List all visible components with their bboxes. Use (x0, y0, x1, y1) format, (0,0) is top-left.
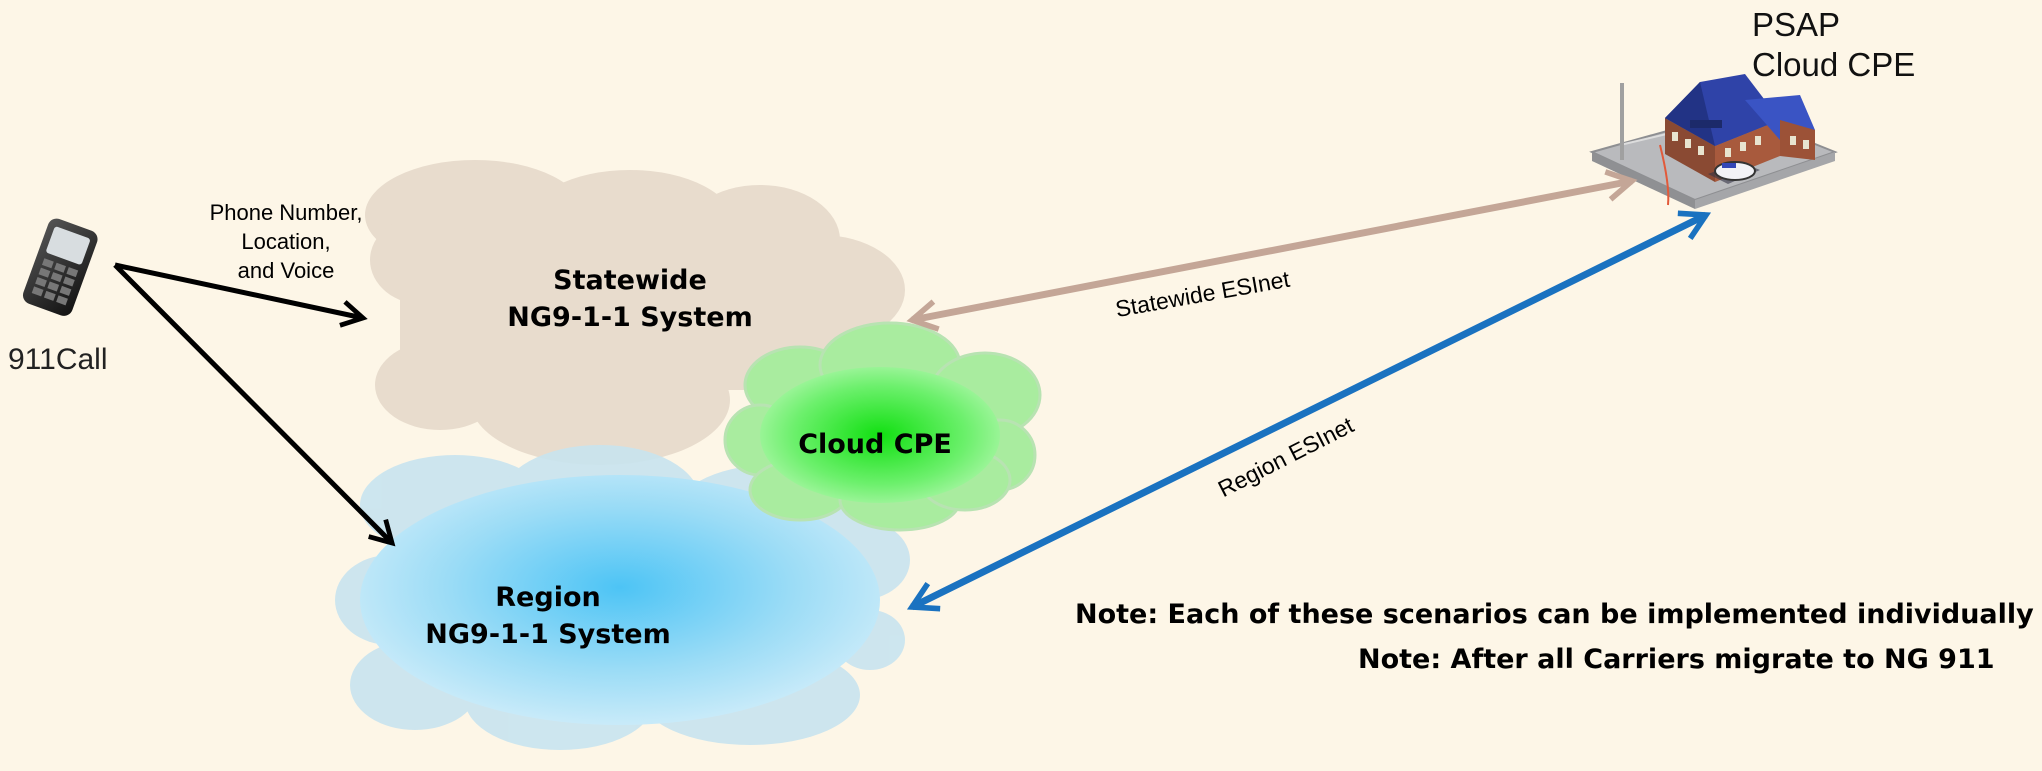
statewide-title-line-2: NG9-1-1 System (507, 302, 753, 333)
region-esinet-link (906, 210, 1712, 612)
statewide-cloud (365, 160, 905, 465)
statewide-title: Statewide NG9-1-1 System (480, 262, 780, 336)
psap-line-2: Cloud CPE (1752, 46, 1916, 83)
psap-line-1: PSAP (1752, 6, 1841, 43)
call-info-line-2: Location, (241, 229, 331, 254)
region-title: Region NG9-1-1 System (398, 579, 698, 653)
region-title-line-2: NG9-1-1 System (425, 619, 671, 650)
note-carriers: Note: After all Carriers migrate to NG 9… (1358, 644, 1995, 675)
call-info-line-1: Phone Number, (209, 200, 363, 225)
phone-icon (22, 218, 98, 316)
statewide-title-line-1: Statewide (553, 265, 707, 296)
cloud-cpe-title: Cloud CPE (798, 429, 952, 460)
call-arrow-statewide (114, 262, 368, 328)
region-title-line-1: Region (495, 582, 601, 613)
caller-label: 911Call (8, 343, 108, 376)
statewide-esinet-link (906, 169, 1638, 332)
psap-label: PSAP Cloud CPE (1752, 5, 1915, 85)
note-individual: Note: Each of these scenarios can be imp… (1075, 599, 2034, 630)
call-info-label: Phone Number, Location, and Voice (196, 198, 376, 285)
police-building-icon (1589, 74, 1838, 209)
call-info-line-3: and Voice (237, 258, 335, 283)
call-arrow-region (113, 263, 396, 547)
